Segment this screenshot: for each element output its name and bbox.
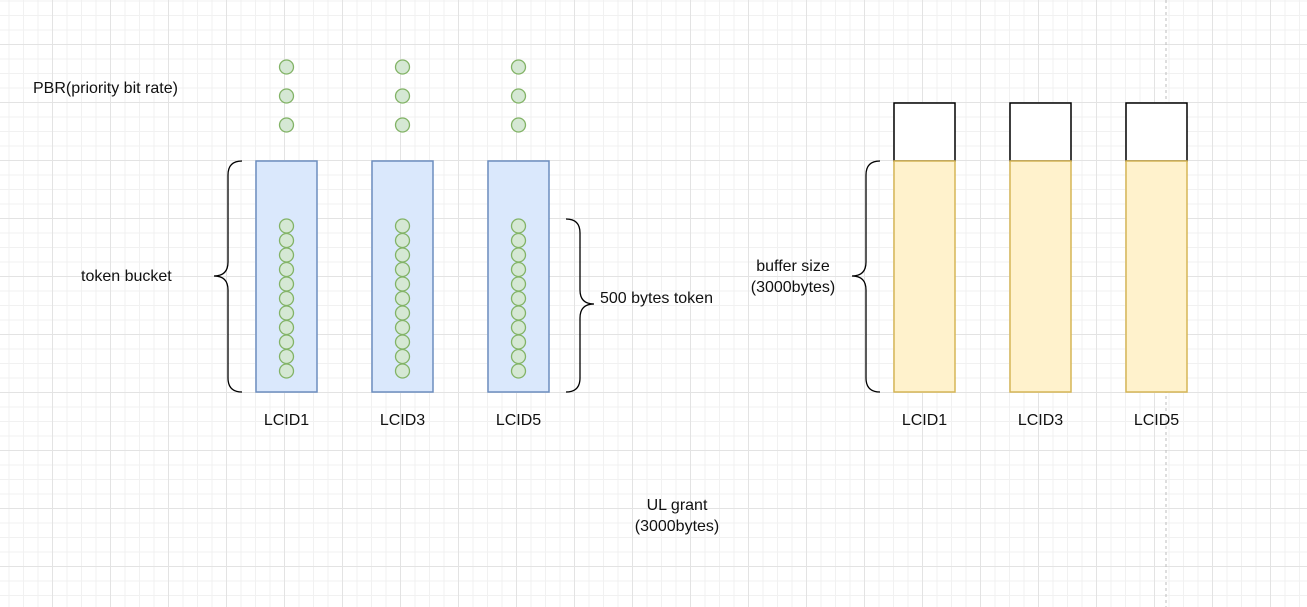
bucket-token [278, 232, 295, 249]
bucket-token [278, 290, 295, 307]
bucket-token [394, 334, 411, 350]
bucket-token [394, 261, 411, 278]
buffer-lcid-label: LCID1 [901, 412, 948, 429]
bucket-token [278, 319, 295, 336]
bucket-token [278, 348, 295, 365]
bucket-token [510, 232, 527, 249]
pbr-token [510, 117, 527, 133]
bucket-token [510, 218, 527, 234]
bucket-token [278, 276, 295, 292]
buffer-header-2 [1009, 102, 1072, 162]
pbr-token [510, 88, 527, 104]
buffer-lcid-label: LCID5 [1133, 412, 1180, 429]
bucket-token [510, 334, 527, 350]
pbr-label: PBR(priority bit rate) [33, 80, 178, 97]
bucket-token [510, 348, 527, 365]
bucket-token [510, 363, 527, 379]
bucket-token [394, 232, 411, 249]
bucket-token [278, 261, 295, 278]
pbr-token [278, 59, 295, 75]
ul-grant-amount-label: (3000bytes) [634, 518, 720, 535]
bucket-token [394, 305, 411, 321]
pbr-token [510, 59, 527, 75]
buffer-lcid-label: LCID3 [1017, 412, 1064, 429]
bucket-token [510, 276, 527, 292]
buffer-size-amount-label: (3000bytes) [750, 279, 836, 296]
bucket-token [278, 334, 295, 350]
buffer-2 [1009, 160, 1072, 393]
token-bucket-lcid-label: LCID5 [495, 412, 542, 429]
token-bucket-lcid-label: LCID3 [379, 412, 426, 429]
bucket-token [394, 319, 411, 336]
pbr-token [278, 117, 295, 133]
pbr-token [394, 117, 411, 133]
bucket-token [394, 276, 411, 292]
buffer-header-1 [893, 102, 956, 162]
pbr-token [394, 88, 411, 104]
token-bucket-label: token bucket [81, 268, 172, 285]
ul-grant-label: UL grant [646, 497, 708, 514]
bucket-token [278, 247, 295, 263]
buffers [893, 102, 1188, 393]
bucket-token [278, 305, 295, 321]
bucket-token [394, 348, 411, 365]
token-amount-brace [565, 218, 595, 393]
bucket-token [394, 218, 411, 234]
token-bucket-lcid-label: LCID1 [263, 412, 310, 429]
bucket-token [394, 247, 411, 263]
bucket-token [278, 218, 295, 234]
buffer-1 [893, 160, 956, 393]
bucket-token [394, 363, 411, 379]
bucket-token [394, 290, 411, 307]
bucket-token [278, 363, 295, 379]
pbr-token [394, 59, 411, 75]
bucket-token [510, 290, 527, 307]
bucket-token [510, 305, 527, 321]
pbr-token [278, 88, 295, 104]
buffer-size-label: buffer size [756, 258, 830, 275]
bucket-token [510, 319, 527, 336]
buffer-3 [1125, 160, 1188, 393]
token-amount-label: 500 bytes token [600, 290, 713, 307]
token-bucket-brace [213, 160, 243, 393]
bucket-token [510, 261, 527, 278]
buffer-size-brace [851, 160, 881, 393]
token-buckets [255, 59, 550, 393]
buffer-header-3 [1125, 102, 1188, 162]
bucket-token [510, 247, 527, 263]
